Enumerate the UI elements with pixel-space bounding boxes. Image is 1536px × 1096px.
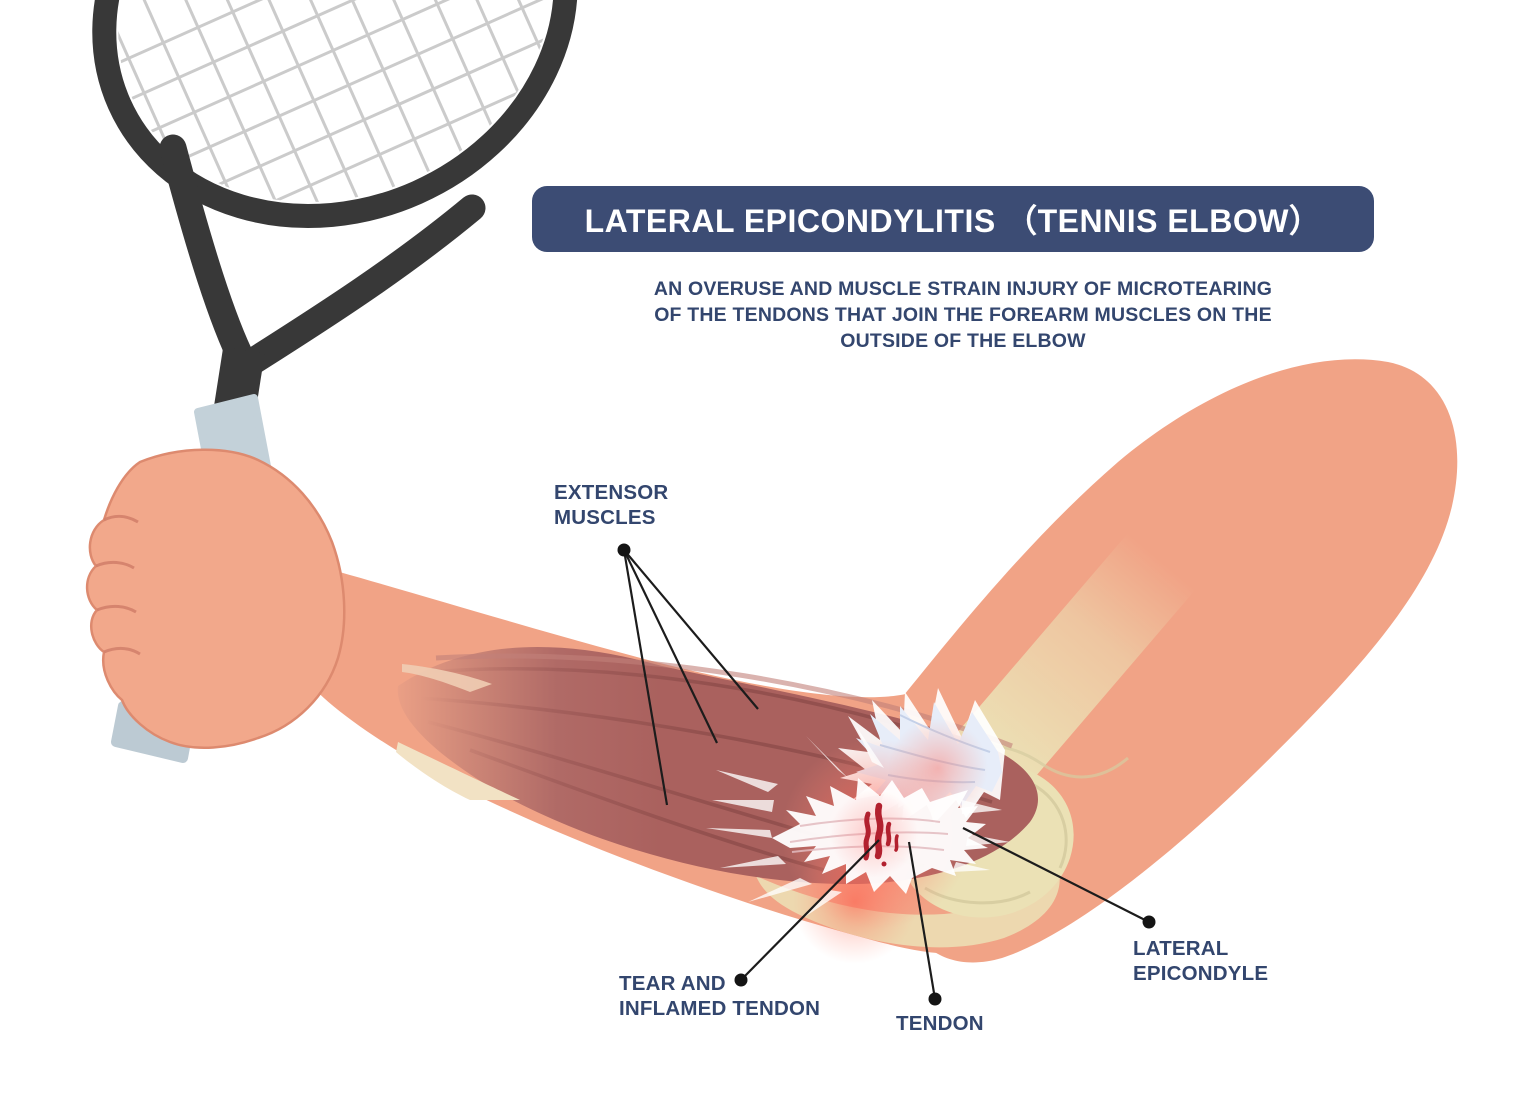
wrist-tendon-strip: [402, 664, 492, 692]
humerus-shaft: [946, 496, 1224, 806]
racket-throat-left: [159, 134, 257, 376]
subtitle: AN OVERUSE AND MUSCLE STRAIN INJURY OF M…: [563, 276, 1363, 354]
label-tear-inflamed-tendon: TEAR AND INFLAMED TENDON: [619, 971, 820, 1021]
wrist-bone-wedge: [396, 742, 520, 800]
racket-throat-right: [238, 194, 486, 376]
label-line: EXTENSOR: [554, 481, 669, 504]
leader-dots: [617, 543, 1156, 1006]
label-line: TENDON: [896, 1012, 984, 1035]
tear-droplet: [881, 861, 887, 867]
title-banner: LATERAL EPICONDYLITIS （TENNIS ELBOW）: [532, 186, 1374, 252]
label-lateral-epicondyle: LATERAL EPICONDYLE: [1133, 936, 1268, 986]
central-tendon: [706, 726, 1010, 920]
subtitle-line: OF THE TENDONS THAT JOIN THE FOREARM MUS…: [654, 304, 1272, 326]
fist-gripping-racket: [85, 448, 346, 750]
label-line: INFLAMED TENDON: [619, 997, 821, 1020]
label-line: MUSCLES: [554, 506, 656, 529]
label-line: TEAR AND: [619, 972, 726, 995]
page-title: LATERAL EPICONDYLITIS （TENNIS ELBOW）: [584, 203, 1322, 239]
leader-lines: [622, 549, 1150, 1000]
subtitle-line: AN OVERUSE AND MUSCLE STRAIN INJURY OF M…: [653, 278, 1273, 300]
label-extensor-muscles: EXTENSOR MUSCLES: [554, 480, 668, 530]
racket-frame: [92, 0, 578, 229]
subtitle-line: OUTSIDE OF THE ELBOW: [840, 330, 1086, 352]
label-tendon: TENDON: [896, 1011, 984, 1036]
finger-creases: [95, 514, 141, 656]
label-line: EPICONDYLE: [1133, 962, 1269, 985]
label-line: LATERAL: [1133, 937, 1229, 960]
tendon-long-spikes: [706, 726, 1010, 920]
